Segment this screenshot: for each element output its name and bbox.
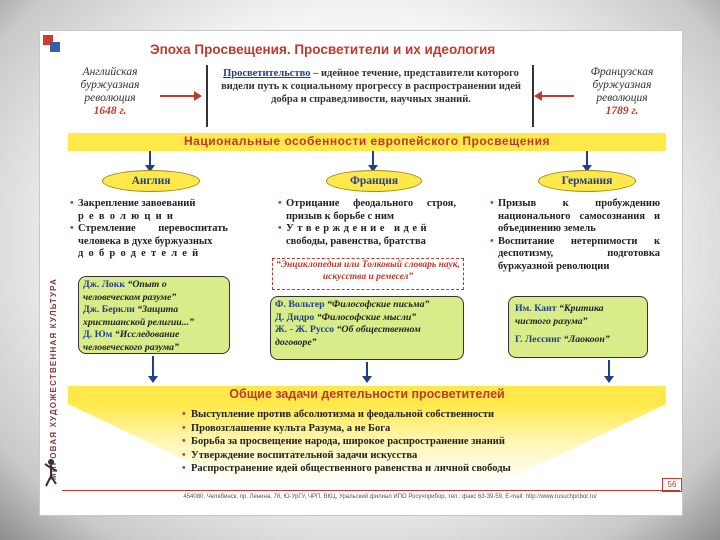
national-features-heading: Национальные особенности европейского Пр… (183, 134, 551, 148)
arrow-down-icon (145, 151, 155, 172)
thinker-row: Д. Юм “Исследование человеческого разума… (83, 329, 225, 354)
thinker-name: Дж. Локк (83, 279, 125, 290)
thinker-name: Д. Юм (83, 329, 113, 340)
english-revolution-label: Английская буржуазная революция 1648 г. (62, 66, 158, 118)
arrow-down-icon (362, 362, 372, 383)
thinker-work: “Исследование человеческого разума” (83, 329, 180, 353)
thinker-name: Ж. - Ж. Руссо (275, 324, 335, 335)
definition-body: – идейное течение, представители которог… (221, 68, 521, 105)
dancer-figure-icon (44, 459, 58, 487)
thinker-name: Г. Лессинг (515, 334, 562, 345)
list-item: Утверждение воспитательной задачи искусс… (182, 449, 542, 463)
list-item-text: добродетелей (78, 248, 204, 259)
germany-thinkers-box: Им. Кант “Критика чистого разума” Г. Лес… (508, 296, 648, 358)
rev-right-line2: буржуазная (592, 79, 652, 91)
thinker-row: Дж. Беркли “Защита христианской религии.… (83, 304, 225, 329)
common-tasks-heading: Общие задачи деятельности просветителей (229, 387, 505, 401)
national-features-banner: Национальные особенности европейского Пр… (68, 133, 666, 151)
rev-left-line3: революция (84, 92, 136, 104)
thinker-work: “Философские письма” (326, 299, 430, 310)
tasks-list: Выступление против абсолютизма и феодаль… (182, 408, 542, 476)
list-item: Призыв к пробуждению национального самос… (490, 198, 660, 236)
country-oval-france: Франция (326, 170, 422, 192)
list-item-text: революции (78, 210, 179, 222)
thinker-row: Ф. Вольтер “Философские письма” (275, 299, 459, 312)
arrow-down-icon (582, 151, 592, 172)
rev-right-line1: Французская (590, 66, 654, 78)
germany-features: Призыв к пробуждению национального самос… (490, 198, 660, 273)
french-revolution-label: Французская буржуазная революция 1789 г. (574, 66, 670, 118)
common-tasks-banner: Общие задачи деятельности просветителей (68, 386, 666, 404)
arrow-down-icon (148, 356, 158, 383)
encyclopedia-note: “Энциклопедия или Толковый словарь наук,… (272, 258, 464, 290)
list-item: Воспитание нетерпимости к деспотизму, по… (490, 236, 660, 274)
thinker-name: Д. Дидро (275, 311, 315, 323)
list-item-text: свободы, равенства, братства (286, 235, 426, 247)
thinker-name: Ф. Вольтер (275, 299, 325, 310)
publisher-logo (43, 35, 61, 53)
rev-left-line2: буржуазная (80, 79, 140, 91)
rev-right-year: 1789 г. (605, 105, 639, 117)
thinker-work: “Лаокоон” (563, 334, 610, 345)
page-number: 56 (662, 478, 682, 492)
thinker-row: Дж. Локк “Опыт о человеческом разуме” (83, 279, 225, 304)
definition-term: Просветительство (223, 68, 311, 79)
arrow-down-icon (604, 360, 614, 383)
thinker-row: Им. Кант “Критика чистого разума” (515, 303, 641, 328)
list-item: Провозглашение культа Разума, а не Бога (182, 422, 542, 436)
england-thinkers-box: Дж. Локк “Опыт о человеческом разуме” Дж… (78, 276, 230, 354)
rev-right-line3: революция (596, 92, 648, 104)
thinker-name: Дж. Беркли (83, 304, 135, 315)
page-title: Эпоха Просвещения. Просветители и их иде… (150, 42, 496, 57)
sidebar-series-title: МИРОВАЯ ХУДОЖЕСТВЕННАЯ КУЛЬТУРА (49, 278, 58, 480)
definition-bracket (206, 65, 534, 127)
list-item-text: Отрицание феодального строя, призыв к бо… (286, 198, 456, 222)
footer-text: 454080, Челябинск, пр. Ленина, 78, Ю-УрГ… (183, 494, 597, 500)
definition-text: Просветительство – идейное течение, пред… (212, 67, 530, 106)
thinker-name: Им. Кант (515, 303, 557, 314)
list-item: Выступление против абсолютизма и феодаль… (182, 408, 542, 422)
thinker-work: “Критика чистого разума” (515, 303, 604, 327)
country-oval-england: Англия (102, 170, 200, 192)
list-item-text: Утверждение идей (286, 223, 431, 234)
thinker-work: “Об общественном договоре” (275, 324, 421, 348)
rev-left-year: 1648 г. (93, 105, 127, 117)
arrow-right-icon (160, 91, 202, 101)
arrow-left-icon (534, 91, 574, 101)
country-oval-germany: Германия (538, 170, 636, 192)
thinker-work: “Философские мысли” (316, 311, 417, 323)
thinker-work: “Опыт о человеческом разуме” (83, 279, 177, 303)
list-item: Отрицание феодального строя, призыв к бо… (278, 198, 456, 223)
footer-divider (62, 490, 680, 491)
thinker-row: Ж. - Ж. Руссо “Об общественном договоре” (275, 324, 459, 349)
rev-left-line1: Английская (82, 66, 138, 78)
list-item-text: Закрепление завоеваний (78, 198, 196, 209)
france-thinkers-box: Ф. Вольтер “Философские письма” Д. Дидро… (270, 296, 464, 360)
arrow-down-icon (368, 151, 378, 172)
list-item-text: Стремление перевоспитать человека в духе… (78, 223, 228, 247)
thinker-row: Д. Дидро “Философские мысли” (275, 312, 459, 325)
list-item: Стремление перевоспитать человека в духе… (70, 223, 228, 261)
list-item: Распространение идей общественного равен… (182, 462, 542, 476)
thinker-work: “Защита христианской религии...” (83, 304, 194, 328)
thinker-row: Г. Лессинг “Лаокоон” (515, 334, 641, 347)
france-features: Отрицание феодального строя, призыв к бо… (278, 198, 456, 248)
list-item: Борьба за просвещение народа, широкое ра… (182, 435, 542, 449)
